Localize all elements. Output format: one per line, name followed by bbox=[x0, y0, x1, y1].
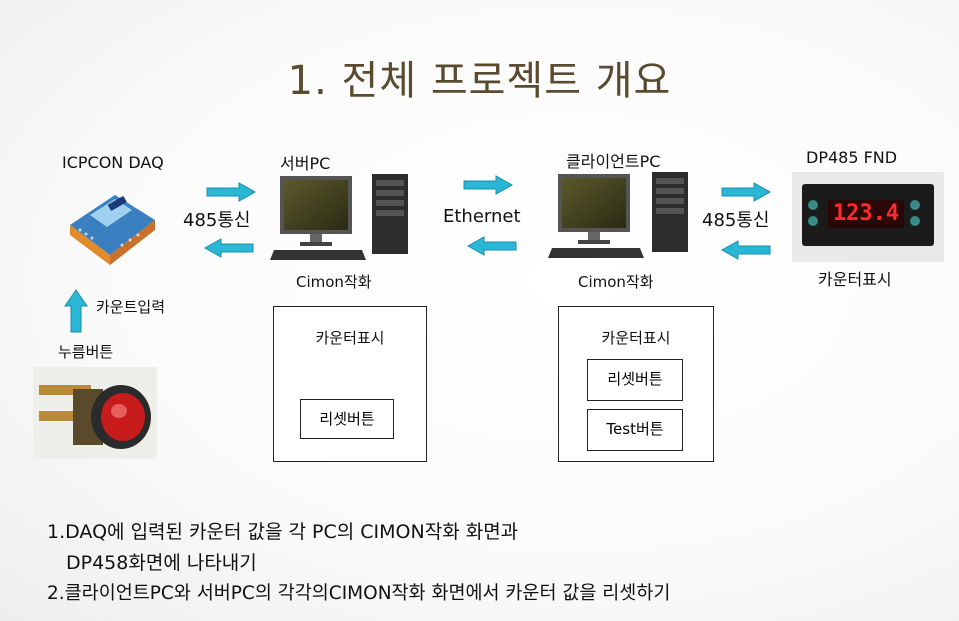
slide-title: 1. 전체 프로젝트 개요 bbox=[287, 58, 672, 104]
fnd-label: DP485 FND bbox=[806, 148, 898, 167]
link-485-left: 485통신 bbox=[183, 210, 251, 231]
daq-label: ICPCON DAQ bbox=[62, 153, 164, 172]
note-line-2: 2.클라이언트PC와 서버PC의 각각의CIMON작화 화면에서 카운터 값을 … bbox=[47, 583, 671, 604]
client-app-label: Cimon작화 bbox=[578, 273, 654, 291]
note-line-1b: DP458화면에 나타내기 bbox=[66, 552, 257, 574]
arrow-left-icon-2 bbox=[720, 240, 771, 260]
link-485-right: 485통신 bbox=[702, 210, 770, 231]
push-button-label: 누름버튼 bbox=[58, 343, 114, 361]
daq-module-image bbox=[70, 195, 155, 265]
server-panel-title: 카운터표시 bbox=[315, 329, 385, 347]
client-panel: 카운터표시 리셋버튼 Test버튼 bbox=[558, 306, 714, 462]
push-button-image bbox=[33, 367, 157, 459]
client-test-button[interactable]: Test버튼 bbox=[587, 409, 683, 451]
client-pc-label: 클라이언트PC bbox=[566, 152, 661, 171]
ethernet-arrow-right-icon bbox=[463, 175, 514, 195]
fnd-caption: 카운터표시 bbox=[818, 270, 892, 289]
server-reset-button[interactable]: 리셋버튼 bbox=[300, 399, 394, 439]
note-line-1: 1.DAQ에 입력된 카운터 값을 각 PC의 CIMON작화 화면과 bbox=[47, 521, 519, 543]
server-app-label: Cimon작화 bbox=[296, 273, 372, 291]
fnd-device-image: 123.4 bbox=[792, 172, 944, 262]
ethernet-arrow-left-icon bbox=[466, 236, 517, 256]
arrow-up-icon bbox=[64, 289, 88, 333]
server-pc-image bbox=[270, 174, 408, 260]
client-panel-title: 카운터표시 bbox=[601, 329, 671, 347]
link-ethernet: Ethernet bbox=[443, 206, 521, 227]
counter-input-label: 카운트입력 bbox=[96, 298, 166, 316]
client-reset-button[interactable]: 리셋버튼 bbox=[587, 359, 683, 401]
arrow-left-icon bbox=[203, 238, 254, 258]
client-pc-image bbox=[548, 172, 688, 258]
arrow-right-icon bbox=[206, 182, 257, 202]
arrow-right-icon-2 bbox=[721, 182, 772, 202]
server-panel: 카운터표시 리셋버튼 bbox=[273, 306, 427, 462]
server-pc-label: 서버PC bbox=[280, 154, 331, 173]
fnd-display-value: 123.4 bbox=[828, 200, 904, 228]
